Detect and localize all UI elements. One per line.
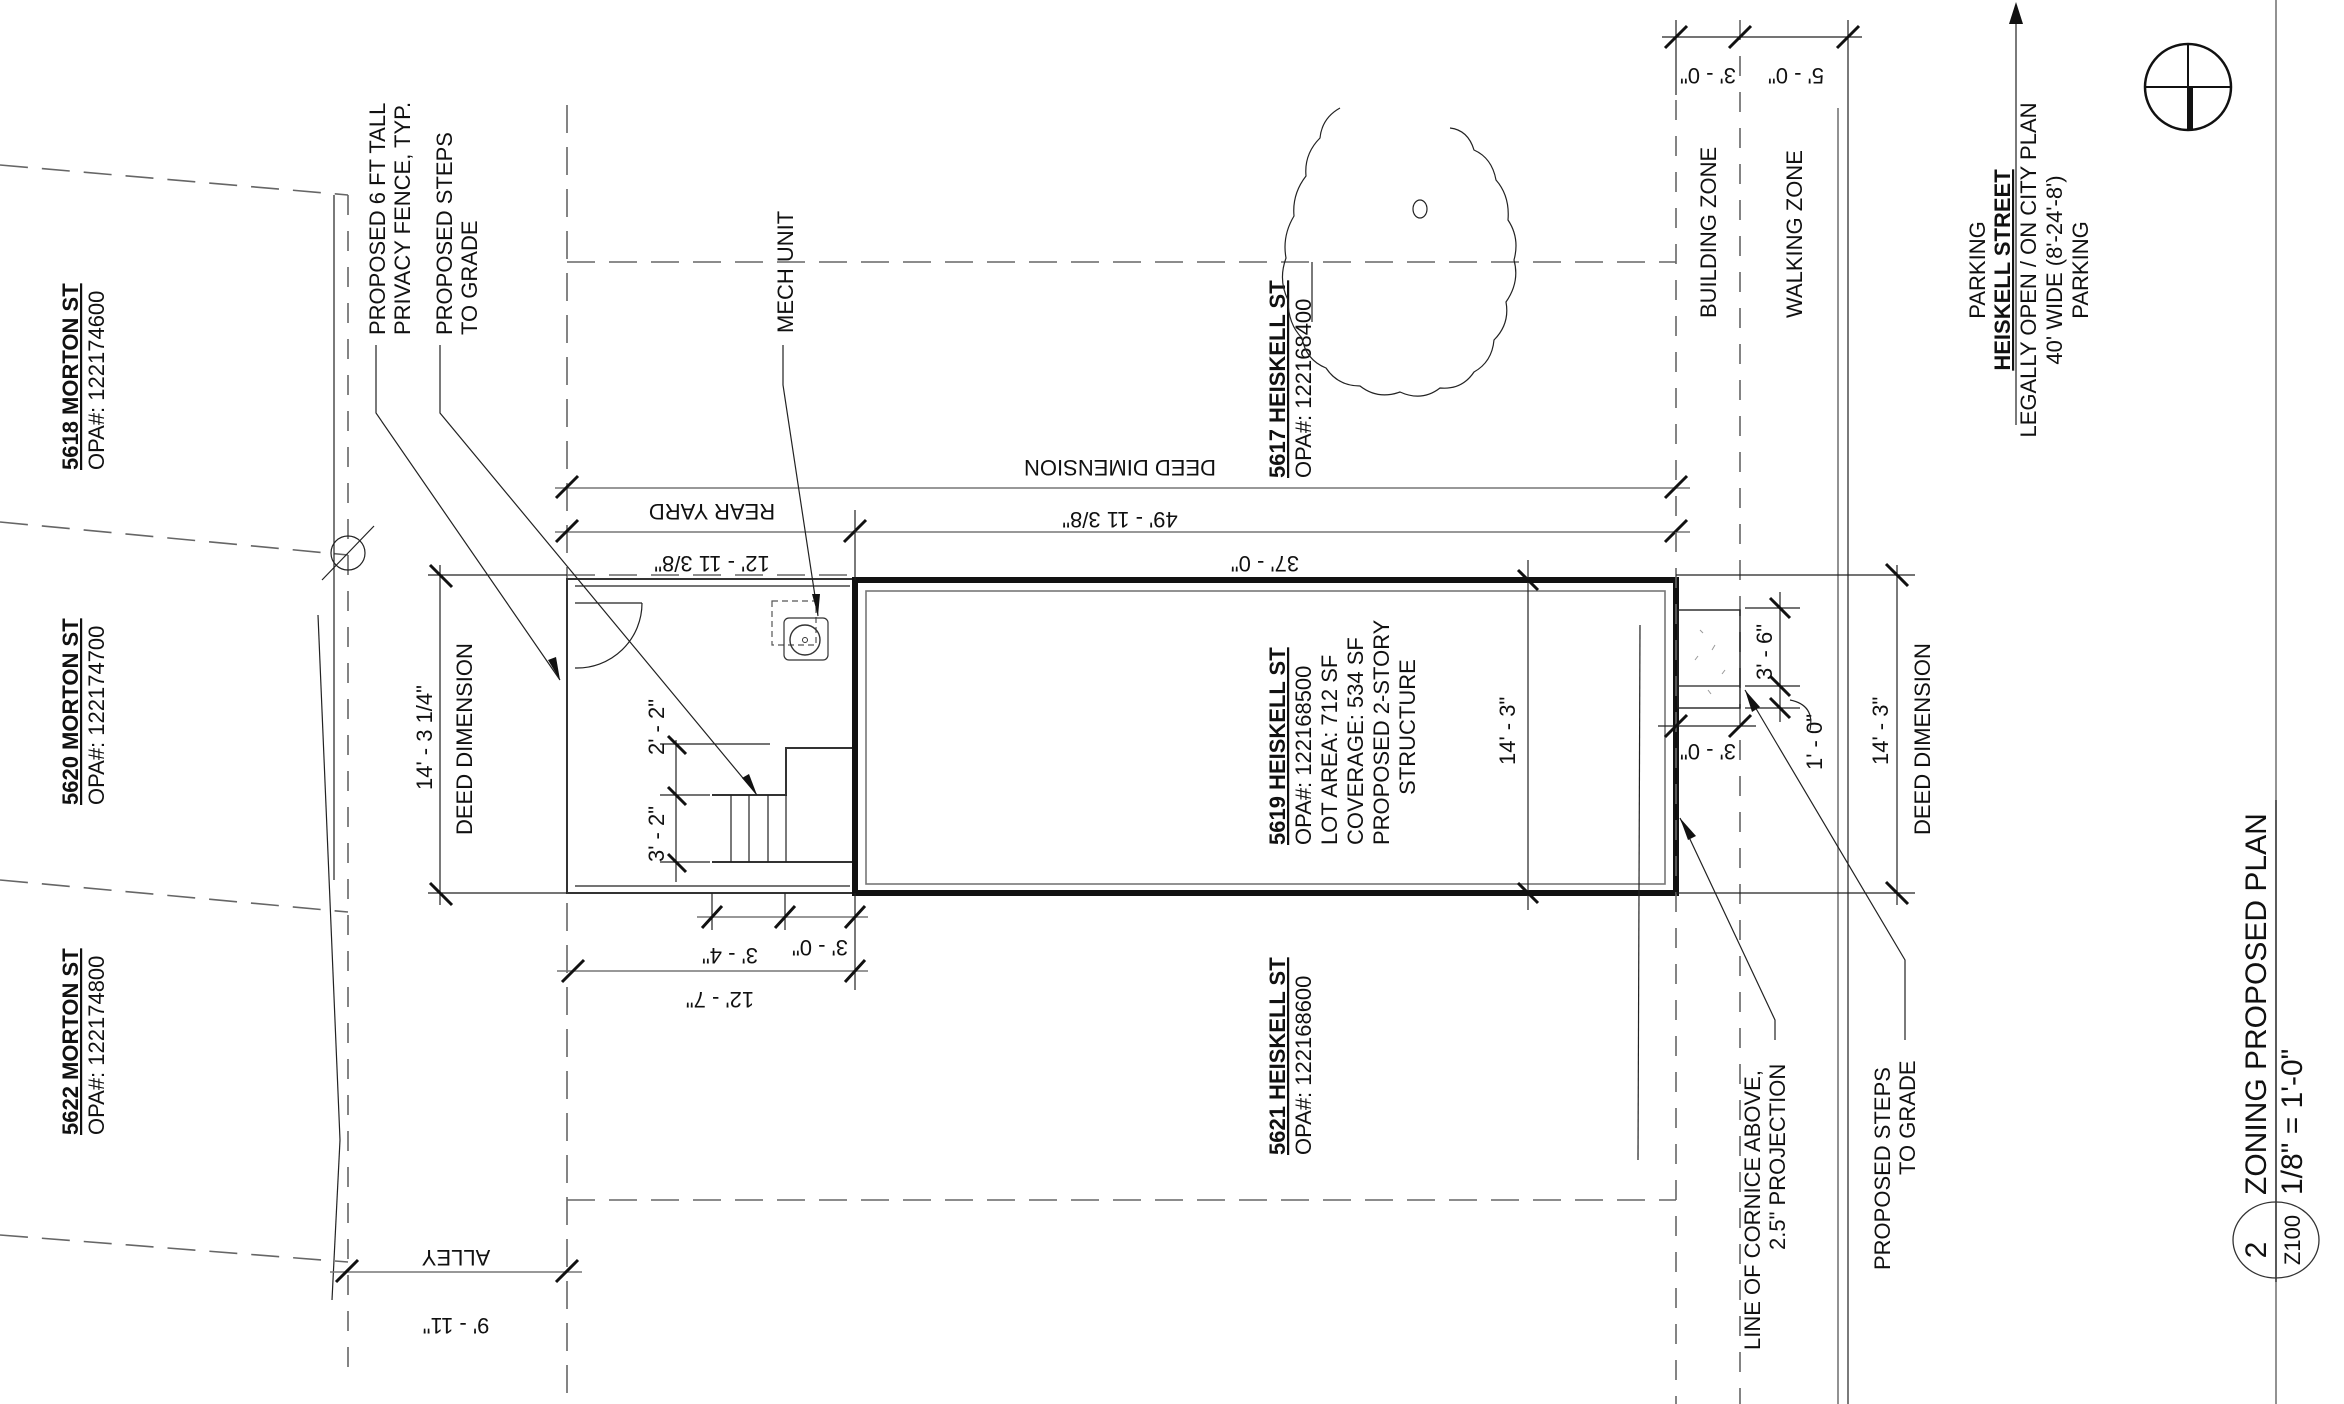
lot-width-left-dimension: 14' - 3 1/4" [412, 685, 437, 790]
street-status: LEGALLY OPEN / ON CITY PLAN [2016, 102, 2041, 437]
rear-steps-note: PROPOSED STEPS TO GRADE [432, 132, 758, 796]
lot-width-right-dimension: 14' - 3" [1868, 697, 1893, 765]
street-parking-top: PARKING [1965, 221, 1990, 318]
subject-address: 5619 HEISKELL ST [1265, 647, 1290, 845]
stair-run-dimension: 3' - 4" [702, 943, 758, 968]
neighbor-opa: OPA#: 122174700 [84, 626, 109, 805]
sidewalk-zones: 3' - 0" 5' - 0" BUILDING ZONE WALKING ZO… [1662, 20, 1862, 1404]
neighbor-opa: OPA#: 122168400 [1291, 299, 1316, 478]
drawing-scale: 1/8" = 1'-0" [2276, 1049, 2309, 1195]
heiskell-street: PARKING HEISKELL STREET LEGALLY OPEN / O… [1965, 2, 2093, 438]
deed-dimension-top-label: DEED DIMENSION [1024, 455, 1216, 480]
building-width-dimension: 14' - 3" [1495, 697, 1520, 765]
neighbor-address: 5622 MORTON ST [58, 948, 83, 1135]
walking-zone-label: WALKING ZONE [1782, 150, 1807, 318]
street-tree-icon [1281, 107, 1517, 397]
proposed-building [852, 577, 1679, 896]
deed-dimension-left-label: DEED DIMENSION [452, 643, 477, 835]
mech-unit-label: MECH UNIT [773, 211, 798, 333]
front-step-depth-dimension: 3' - 0" [1680, 739, 1736, 764]
walking-zone-width-dimension: 5' - 0" [1768, 63, 1824, 88]
rear-bottom-dimensions: 3' - 4" 3' - 0" 12' - 7" [557, 893, 868, 1012]
front-steps-note-line2: TO GRADE [1895, 1060, 1920, 1175]
fence-note: PROPOSED 6 FT TALL PRIVACY FENCE, TYP. [365, 102, 561, 681]
cornice-note-line2: 2.5" PROJECTION [1765, 1064, 1790, 1250]
neighbor-5617-heiskell: 5617 HEISKELL ST OPA#: 122168400 [1265, 280, 1316, 478]
rear-yard-depth-dimension: 12' - 11 3/8" [654, 551, 770, 576]
street-direction-arrow-icon [2009, 2, 2023, 24]
neighbor-address: 5620 MORTON ST [58, 618, 83, 805]
front-steps-note: PROPOSED STEPS TO GRADE [1744, 689, 1920, 1270]
sheet-number: Z100 [2280, 1215, 2305, 1265]
neighbor-address: 5618 MORTON ST [58, 283, 83, 470]
neighbor-opa: OPA#: 122174600 [84, 291, 109, 470]
neighbor-5620-morton: 5620 MORTON ST OPA#: 122174700 [58, 618, 109, 805]
neighbor-opa: OPA#: 122174800 [84, 956, 109, 1135]
front-steps: 3' - 6" 1' - 0" 3' - 0" [1658, 592, 1827, 770]
rear-yard-label: REAR YARD [649, 499, 775, 524]
top-dimensions: DEED DIMENSION 49' - 11 3/8" REAR YARD 1… [554, 455, 1690, 580]
alley-label: ALLEY [421, 1245, 490, 1270]
north-arrow-icon [2143, 42, 2233, 132]
mech-unit-icon [771, 600, 829, 661]
neighbor-address: 5621 HEISKELL ST [1265, 957, 1290, 1155]
rear-overall-dimension: 12' - 7" [686, 987, 754, 1012]
rear-yard: 2' - 2" 3' - 2" [566, 578, 856, 894]
subject-coverage: COVERAGE: 534 SF [1343, 637, 1368, 845]
property-corner-marker-icon [321, 525, 375, 581]
building-zone-width-dimension: 3' - 0" [1680, 63, 1736, 88]
detail-number: 2 [2240, 1242, 2273, 1259]
subject-property-label: 5619 HEISKELL ST OPA#: 122168500 LOT ARE… [1265, 619, 1420, 845]
fence-note-line2: PRIVACY FENCE, TYP. [390, 102, 415, 335]
mech-unit-note: MECH UNIT [773, 211, 820, 617]
rear-stairs-icon [712, 747, 852, 863]
neighbor-5621-heiskell: 5621 HEISKELL ST OPA#: 122168600 [1265, 957, 1316, 1155]
neighbor-opa: OPA#: 122168600 [1291, 976, 1316, 1155]
drawing-title: ZONING PROPOSED PLAN [2240, 813, 2273, 1195]
street-parking-bottom: PARKING [2068, 221, 2093, 318]
cornice-note: LINE OF CORNICE ABOVE, 2.5" PROJECTION [1679, 817, 1790, 1350]
subject-proposal-2: STRUCTURE [1395, 659, 1420, 795]
front-step-offset-dimension: 1' - 0" [1802, 714, 1827, 770]
rear-steps-note-line2: TO GRADE [457, 220, 482, 335]
street-width: 40' WIDE (8'-24'-8') [2042, 175, 2067, 364]
drawing-title-block: 2 Z100 ZONING PROPOSED PLAN 1/8" = 1'-0" [2232, 800, 2320, 1282]
building-zone-label: BUILDING ZONE [1696, 147, 1721, 318]
neighbor-address: 5617 HEISKELL ST [1265, 280, 1290, 478]
fence-note-line1: PROPOSED 6 FT TALL [365, 103, 390, 335]
stair-width-dimension: 3' - 2" [644, 806, 669, 862]
alley-width-dimension: 9' - 11" [423, 1313, 490, 1338]
building-depth-dimension: 37' - 0" [1231, 551, 1299, 576]
neighbor-5618-morton: 5618 MORTON ST OPA#: 122174600 [58, 283, 109, 470]
stair-offset-dimension: 2' - 2" [644, 699, 669, 755]
street-name: HEISKELL STREET [1990, 169, 2015, 371]
front-step-width-dimension: 3' - 6" [1752, 624, 1777, 680]
cornice-note-line1: LINE OF CORNICE ABOVE, [1740, 1070, 1765, 1350]
subject-lot-area: LOT AREA: 712 SF [1317, 655, 1342, 845]
rear-steps-note-line1: PROPOSED STEPS [432, 132, 457, 335]
stair-landing-dimension: 3' - 0" [792, 935, 848, 960]
subject-opa: OPA#: 122168500 [1291, 666, 1316, 845]
neighbor-5622-morton: 5622 MORTON ST OPA#: 122174800 [58, 948, 109, 1135]
front-steps-note-line1: PROPOSED STEPS [1870, 1067, 1895, 1270]
morton-property-lines [0, 164, 349, 1380]
subject-proposal: PROPOSED 2-STORY [1369, 619, 1394, 845]
left-deed-dimension: 14' - 3 1/4" DEED DIMENSION [412, 563, 567, 907]
lot-depth-dimension: 49' - 11 3/8" [1062, 507, 1178, 532]
deed-dimension-right-label: DEED DIMENSION [1910, 643, 1935, 835]
right-deed-dimension: 14' - 3" DEED DIMENSION [1676, 562, 1935, 906]
alley: ALLEY 9' - 11" [330, 1245, 582, 1338]
